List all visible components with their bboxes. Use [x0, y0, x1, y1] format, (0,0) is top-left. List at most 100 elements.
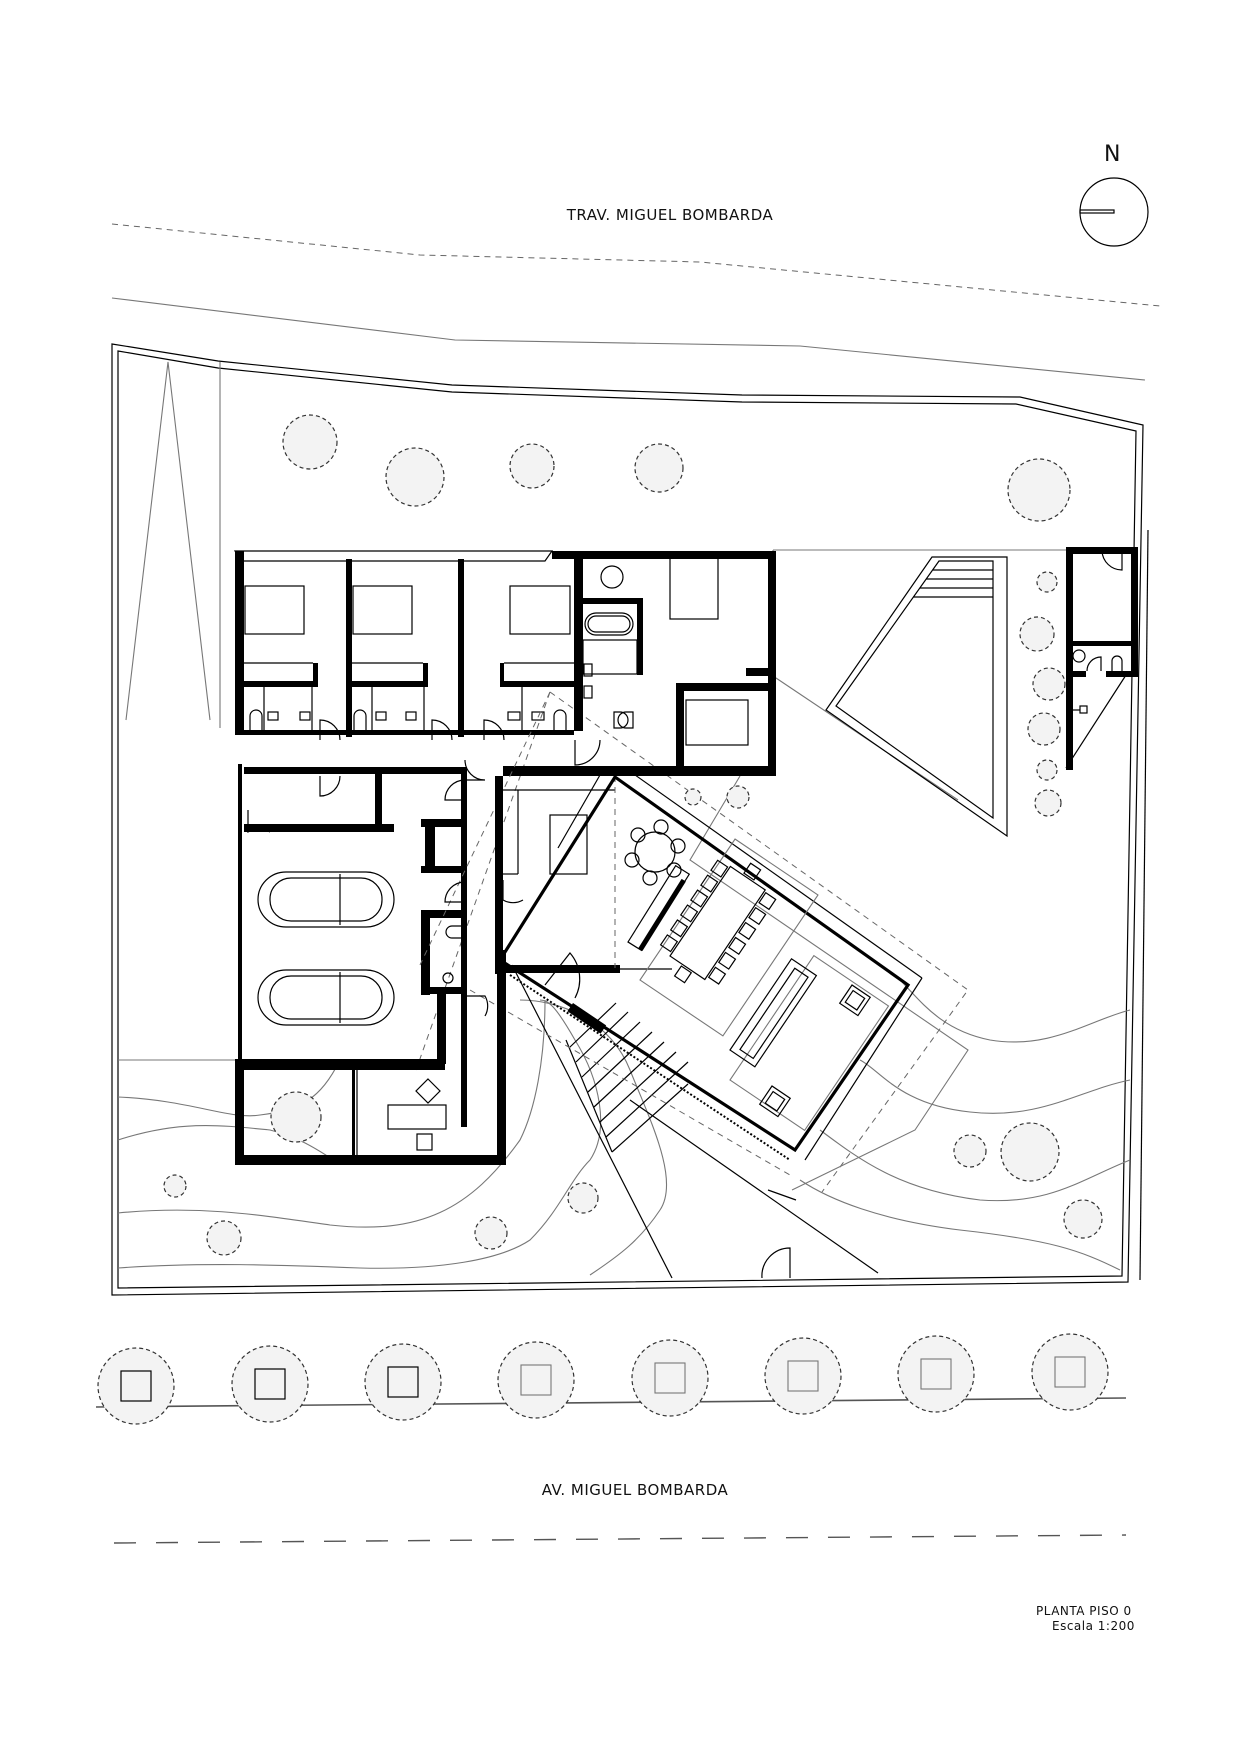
- office-desk[interactable]: [387, 1104, 447, 1130]
- closet-wall: [676, 683, 684, 774]
- roof-overhang-outline: [469, 989, 791, 1176]
- street-bottom-centerline: [113, 1534, 1127, 1544]
- pavilion-glazing-ne: [557, 774, 601, 849]
- car: [257, 871, 395, 928]
- bed[interactable]: [244, 585, 305, 635]
- service-wall: [421, 819, 465, 827]
- kitchen-west-wall: [495, 776, 503, 974]
- site-boundary-outer: [111, 343, 1144, 1296]
- washbasin: [583, 663, 593, 677]
- toilet: [617, 711, 634, 729]
- gate-door-swing[interactable]: [761, 1247, 791, 1279]
- closet-wall: [746, 668, 768, 676]
- contour-line: [859, 1059, 1131, 1114]
- ramp-triangle: [125, 361, 211, 721]
- wardrobe: [423, 663, 428, 687]
- roof-overhang-outline: [415, 691, 551, 1071]
- closet-unit: [685, 699, 749, 746]
- contour-line: [117, 999, 602, 1269]
- bathroom-wall: [637, 600, 643, 675]
- service-wall: [461, 767, 467, 1127]
- contour-line: [117, 1059, 341, 1117]
- dining-zone: [639, 838, 819, 1037]
- east-wall-suite: [768, 551, 776, 776]
- contour-line: [899, 979, 1131, 1043]
- pool-inner: [835, 560, 994, 820]
- path-edge: [511, 964, 673, 1279]
- living-pavilion-wall: [497, 774, 911, 1153]
- terrace-outline: [689, 775, 969, 1191]
- bed[interactable]: [352, 585, 413, 635]
- toilet: [613, 711, 629, 729]
- plant-symbol: [415, 1078, 441, 1104]
- armchair[interactable]: [838, 984, 872, 1017]
- living-pavilion-outer-edge: [627, 769, 923, 979]
- wardrobe: [313, 663, 318, 687]
- office-chair: [416, 1133, 433, 1151]
- contour-line: [117, 1124, 341, 1164]
- corridor-wall: [244, 730, 574, 735]
- street-name-bottom: AV. MIGUEL BOMBARDA: [541, 1481, 729, 1499]
- service-wall: [425, 820, 435, 870]
- sheet-scale: Escala 1:200: [1052, 1619, 1135, 1633]
- north-arrow-pointer: [1079, 209, 1115, 214]
- sideboard: [627, 864, 691, 952]
- path-edge: [767, 1189, 797, 1201]
- north-arrow-label: N: [1104, 142, 1121, 167]
- round-basin: [600, 565, 624, 589]
- ensuite-fixtures: [249, 687, 567, 730]
- garage-west-wall: [238, 764, 242, 1064]
- living-pavilion-outer-edge: [804, 977, 923, 1161]
- north-facade-glazing: [233, 550, 554, 562]
- office-west-wall: [235, 1059, 244, 1165]
- pavilion-entry-door[interactable]: [544, 952, 581, 999]
- bathroom-wall: [583, 598, 643, 604]
- bed-master[interactable]: [669, 556, 719, 620]
- service-wall: [421, 866, 465, 873]
- contour-line: [799, 1179, 1121, 1271]
- street-trees: [97, 1333, 1109, 1425]
- pool-outer[interactable]: [825, 556, 1008, 838]
- basin: [442, 972, 454, 984]
- bed[interactable]: [509, 585, 571, 635]
- round-table-chairs[interactable]: [624, 819, 686, 886]
- site-trees: [163, 414, 1103, 1256]
- wardrobe: [500, 681, 574, 687]
- west-wall-bedrooms: [235, 551, 244, 735]
- corridor-wall: [503, 766, 776, 776]
- washbasin: [583, 685, 593, 699]
- wardrobe: [244, 681, 318, 687]
- contour-line: [819, 1129, 1131, 1202]
- path-edge: [629, 1099, 879, 1274]
- street-name-top: TRAV. MIGUEL BOMBARDA: [566, 206, 774, 224]
- closet-wall: [676, 683, 768, 691]
- office-east-wall: [497, 950, 506, 1165]
- pavilion-door-wall: [567, 1003, 607, 1034]
- contour-line: [519, 999, 668, 1276]
- service-wall: [421, 987, 465, 994]
- office-partition: [352, 1070, 355, 1155]
- wardrobe: [500, 663, 504, 687]
- shower-tray: [582, 639, 638, 675]
- pavilion-sliding-rail: [509, 974, 791, 1161]
- garage-south-wall: [235, 1059, 445, 1070]
- bedroom-partition: [458, 559, 464, 737]
- kitchen-island[interactable]: [549, 814, 588, 875]
- street-top-kerb: [111, 297, 1146, 381]
- car: [257, 969, 395, 1026]
- office-south-wall: [235, 1155, 506, 1165]
- pool-steps: [913, 569, 993, 598]
- site-boundary-inner: [117, 350, 1137, 1289]
- service-wall: [244, 824, 394, 832]
- armchair[interactable]: [758, 1085, 792, 1118]
- annex: [1065, 529, 1149, 1281]
- bathtub[interactable]: [584, 612, 634, 636]
- bathtub-inner: [587, 615, 631, 633]
- bathroom-wall: [574, 559, 583, 731]
- dining-table[interactable]: [651, 847, 785, 999]
- sofa[interactable]: [729, 957, 818, 1068]
- service-wall: [421, 910, 465, 918]
- contour-line: [117, 999, 546, 1228]
